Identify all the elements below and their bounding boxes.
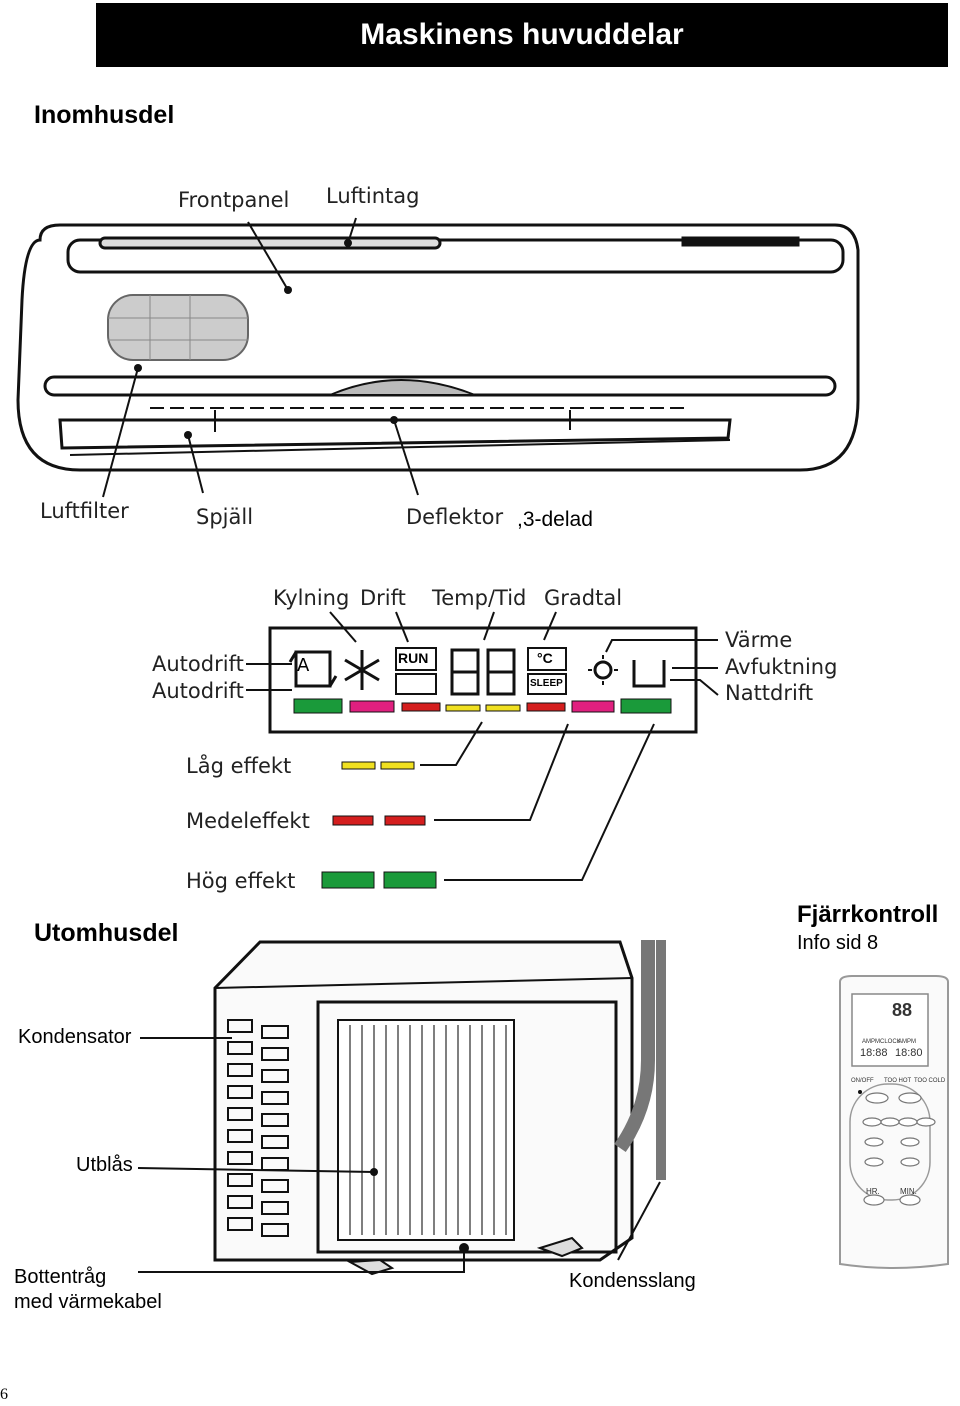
indoor-unit-drawing xyxy=(16,217,860,498)
remote-control-drawing xyxy=(839,975,949,1269)
remote-time-2: 18:80 xyxy=(895,1047,923,1059)
remote-time-1: 18:88 xyxy=(860,1047,888,1059)
heat-label: Värme xyxy=(725,628,793,652)
air-filter-label: Luftfilter xyxy=(40,499,129,523)
remote-clock-label: CLOCK xyxy=(880,1039,901,1045)
deflector-note: ,3-delad xyxy=(517,508,593,531)
temp-time-label: Temp/Tid xyxy=(432,586,527,610)
remote-on-off-button[interactable]: ON/OFF xyxy=(851,1078,874,1084)
drip-tray-sub-label: med värmekabel xyxy=(14,1291,162,1313)
remote-info: Info sid 8 xyxy=(797,932,879,954)
page-title-banner: Maskinens huvuddelar xyxy=(96,3,948,67)
page-title: Maskinens huvuddelar xyxy=(360,18,684,51)
display-panel-drawing xyxy=(246,611,719,889)
outdoor-unit-drawing xyxy=(137,940,666,1276)
condenser-label: Kondensator xyxy=(18,1026,132,1048)
operation-label: Drift xyxy=(360,586,406,610)
exhaust-label: Utblås xyxy=(76,1154,133,1176)
outdoor-heading: Utomhusdel xyxy=(34,919,179,947)
remote-min-button[interactable]: MIN. xyxy=(900,1187,917,1196)
run-indicator: RUN xyxy=(398,650,429,666)
auto-mode-icon: A xyxy=(297,655,310,676)
auto-label-2: Autodrift xyxy=(152,679,244,703)
high-power-label: Hög effekt xyxy=(186,869,296,893)
front-panel-label: Frontpanel xyxy=(178,188,290,212)
low-power-label: Låg effekt xyxy=(186,754,292,778)
cooling-label: Kylning xyxy=(273,586,350,610)
degrees-label: Gradtal xyxy=(544,586,623,610)
damper-label: Spjäll xyxy=(196,505,254,529)
air-intake-label: Luftintag xyxy=(326,184,420,208)
page-number: 6 xyxy=(0,1386,8,1403)
remote-hr-button[interactable]: HR. xyxy=(866,1187,880,1196)
indoor-heading: Inomhusdel xyxy=(34,101,175,129)
night-label: Nattdrift xyxy=(725,681,814,705)
celsius-indicator: °C xyxy=(537,650,553,666)
sleep-indicator: SLEEP xyxy=(530,678,563,689)
remote-too-hot-button[interactable]: TOO HOT xyxy=(884,1078,912,1084)
auto-label-1: Autodrift xyxy=(152,652,244,676)
remote-am-pm-1: AMPM xyxy=(862,1039,880,1045)
remote-heading: Fjärrkontroll xyxy=(797,901,939,928)
drain-hose-label: Kondensslang xyxy=(569,1270,696,1292)
remote-too-cold-button[interactable]: TOO COLD xyxy=(914,1078,946,1084)
remote-display-digits: 88 xyxy=(892,1000,913,1020)
dehumidify-label: Avfuktning xyxy=(725,655,838,679)
deflector-label: Deflektor xyxy=(406,505,504,529)
medium-power-label: Medeleffekt xyxy=(186,809,310,833)
remote-am-pm-2: AMPM xyxy=(898,1039,916,1045)
drip-tray-label: Bottentråg xyxy=(14,1266,107,1288)
